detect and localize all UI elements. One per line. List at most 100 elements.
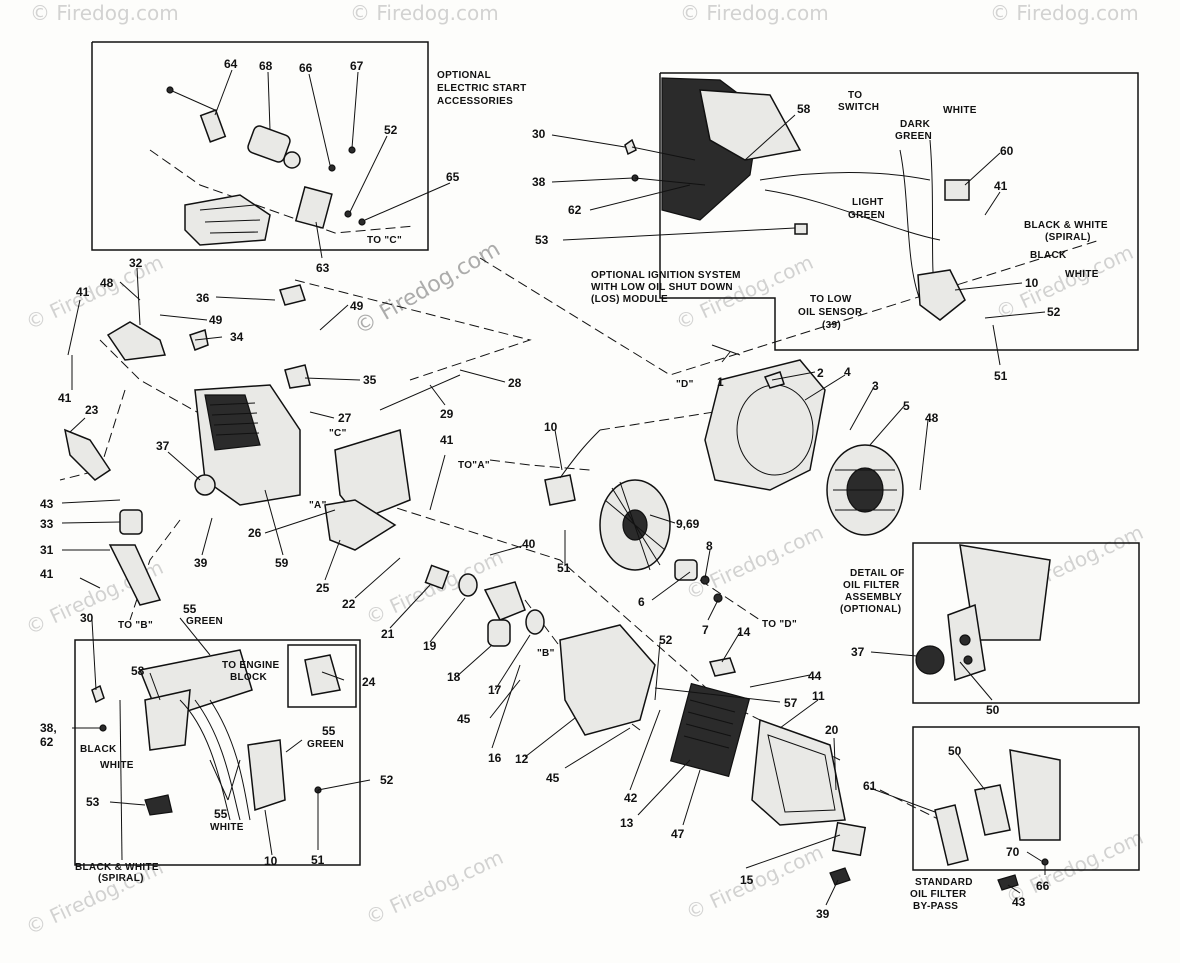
callout-42: 42 [624, 791, 638, 805]
wire-label: BLACK & WHITE [75, 862, 159, 873]
watermark: © Firedog.com [990, 1, 1139, 25]
callout-2: 2 [817, 366, 824, 380]
cylinder-head-part [204, 394, 261, 451]
carburetor-part [483, 581, 526, 621]
callouts: 64 68 66 67 52 65 63 30 58 38 62 53 60 4… [40, 57, 1061, 921]
callout-35: 35 [363, 373, 377, 387]
callout-10: 10 [264, 854, 278, 868]
callout-24: 24 [362, 675, 376, 689]
inset-bracket-24-part [304, 654, 341, 696]
callout-29: 29 [440, 407, 454, 421]
callout-58: 58 [131, 664, 145, 678]
callout-32: 32 [129, 256, 143, 270]
callout-36: 36 [196, 291, 210, 305]
wire-label: (SPIRAL) [98, 873, 144, 884]
callout-37: 37 [851, 645, 865, 659]
callout-25: 25 [316, 581, 330, 595]
wire-label: WHITE [100, 760, 134, 771]
callout-55: 55 [322, 724, 336, 738]
callout-26: 26 [248, 526, 262, 540]
callout-57: 57 [784, 696, 798, 710]
wire-label: BLACK [80, 744, 117, 755]
callout-52: 52 [1047, 305, 1061, 319]
callout-51: 51 [994, 369, 1008, 383]
callout-43: 43 [40, 497, 54, 511]
watermark: © Firedog.com [22, 250, 167, 335]
callout-50: 50 [948, 744, 962, 758]
callout-68: 68 [259, 59, 273, 73]
stop-switch-58-part [144, 689, 191, 751]
callout-7: 7 [702, 623, 709, 637]
callout-51: 51 [311, 853, 325, 867]
callout-8: 8 [706, 539, 713, 553]
callout-23: 23 [85, 403, 99, 417]
bypass-plate-61-part [934, 804, 969, 866]
flywheel-assembly [544, 429, 723, 603]
callout-52: 52 [384, 123, 398, 137]
gasket-17-part [525, 609, 545, 635]
callout-45: 45 [546, 771, 560, 785]
wire-label: GREEN [307, 739, 344, 750]
wire-label: GREEN [895, 131, 932, 142]
ignition-title: OPTIONAL IGNITION SYSTEM [591, 270, 741, 281]
fuel-bowl-18-part [487, 619, 511, 647]
bypass-title: STANDARD [915, 877, 973, 888]
callout-19: 19 [423, 639, 437, 653]
electric-start-title: OPTIONAL [437, 70, 491, 81]
ignition-module-10-part [544, 474, 576, 506]
callout-16: 16 [488, 751, 502, 765]
bracket-23-part [63, 428, 112, 481]
callout-43: 43 [1012, 895, 1026, 909]
watermark: © Firedog.com [362, 545, 507, 630]
wire-label: GREEN [186, 616, 223, 627]
callout-67: 67 [350, 59, 364, 73]
callout-4: 4 [844, 365, 851, 379]
oil-filter-detail-title: (OPTIONAL) [840, 604, 901, 615]
ref-c: "C" [329, 428, 347, 439]
callout-30: 30 [80, 611, 94, 625]
bypass-title: BY-PASS [913, 901, 958, 912]
ref-to-c: TO "C" [367, 235, 402, 246]
callout-52: 52 [659, 633, 673, 647]
wire-label: GREEN [848, 210, 885, 221]
wire-label: SWITCH [838, 102, 879, 113]
oil-filter-detail-title: DETAIL OF [850, 568, 905, 579]
wire-label: WHITE [1065, 269, 1099, 280]
engine-side-part [1009, 749, 1061, 841]
ignition-frame [659, 72, 1139, 351]
callout-61: 61 [863, 779, 877, 793]
callout-53: 53 [86, 795, 100, 809]
filter-33-part [119, 509, 143, 535]
callout-6: 6 [638, 595, 645, 609]
callout-41: 41 [76, 285, 90, 299]
callout-10: 10 [544, 420, 558, 434]
callout-1: 1 [717, 375, 724, 389]
callout-27: 27 [338, 411, 352, 425]
gasket-25-part [324, 499, 397, 551]
callout-47: 47 [671, 827, 685, 841]
ref-to-b: TO "B" [118, 620, 153, 631]
callout-44: 44 [808, 669, 822, 683]
callout-60: 60 [1000, 144, 1014, 158]
oil-sensor-39-part [829, 867, 851, 886]
callout-39: 39 [194, 556, 208, 570]
callout-48: 48 [100, 276, 114, 290]
ref-to-d: TO "D" [762, 619, 797, 630]
oil-filter-detail-frame [912, 542, 1140, 704]
electric-start-title: ELECTRIC START [437, 83, 527, 94]
watermark-center: © Firedog.com [351, 237, 505, 340]
callout-38: 38 [532, 175, 546, 189]
watermark: © Firedog.com [680, 1, 829, 25]
callout-70: 70 [1006, 845, 1020, 859]
fuel-tank-cap-part [106, 321, 167, 361]
wire-label: BLACK [1030, 250, 1067, 261]
callout-30: 30 [532, 127, 546, 141]
bypass-frame [912, 726, 1140, 871]
ignition-title: (LOS) MODULE [591, 294, 668, 305]
ref-a: "A" [309, 500, 327, 511]
callout-9-69: 9,69 [676, 517, 700, 531]
ref-b: "B" [537, 648, 555, 659]
wire-label: TO [848, 90, 862, 101]
ignition-parts [624, 77, 970, 321]
